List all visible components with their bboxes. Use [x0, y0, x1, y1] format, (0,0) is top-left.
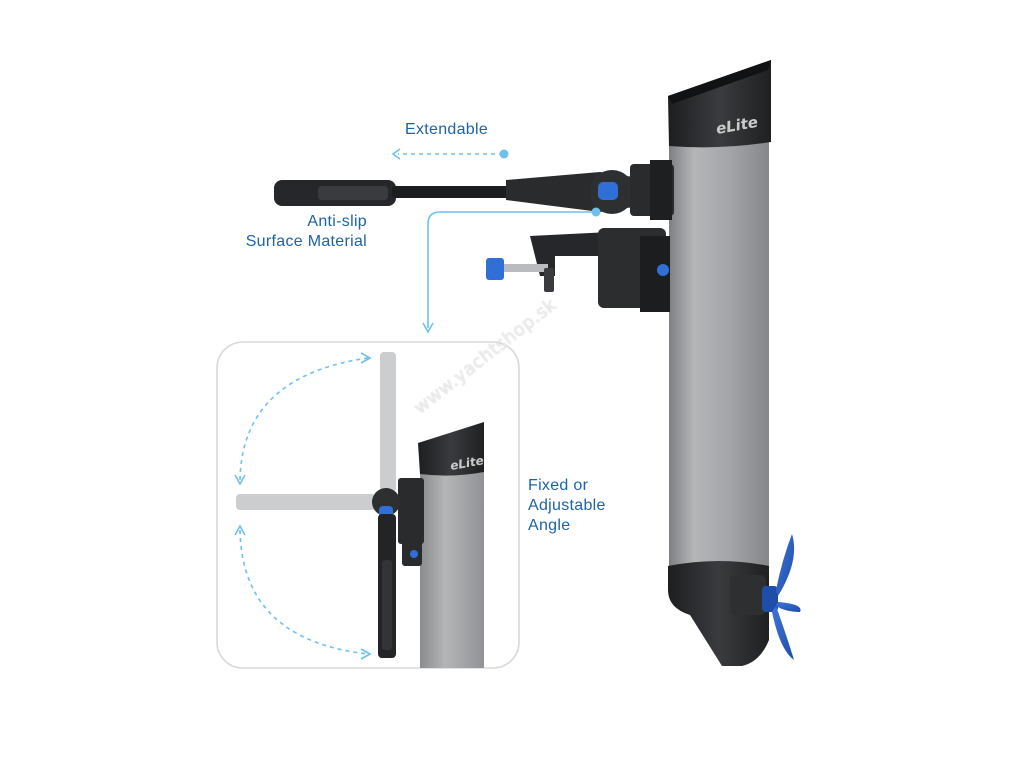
label-fixed-line2: Adjustable: [528, 497, 606, 514]
label-antislip-line1: Anti-slip: [307, 213, 367, 230]
clamp-screw-knob: [486, 258, 504, 280]
inset-detail: eLite: [216, 341, 520, 669]
label-fixed-line3: Angle: [528, 517, 571, 534]
tiller-lock-button: [598, 182, 618, 200]
clamp-screw: [500, 264, 548, 272]
callout-dot: [591, 207, 601, 217]
transom-bracket: [486, 228, 670, 312]
extend-arrow: [391, 148, 503, 160]
main-motor: eLite: [668, 60, 801, 666]
label-extendable: Extendable: [405, 121, 489, 138]
label-antislip-line2: Surface Material: [245, 233, 367, 250]
detail-callout-arrow: [422, 211, 596, 334]
tiller: [274, 160, 674, 220]
label-fixed-line1: Fixed or: [528, 477, 589, 494]
adjust-angle-arrows: [239, 357, 369, 655]
brand-logo-inset: eLite: [449, 453, 485, 473]
propeller: [762, 534, 801, 660]
tiller-shaft: [392, 186, 516, 198]
motor-top-cap: [668, 60, 771, 148]
tiller-ghost-up: [380, 352, 396, 492]
extend-arrow-dot: [499, 149, 509, 159]
motor-tube: [669, 138, 769, 578]
label-antislip: Anti-slip Surface Material: [234, 212, 367, 252]
label-fixed-adjustable: Fixed or Adjustable Angle: [528, 476, 606, 536]
tiller-ghost-horizontal: [236, 494, 376, 510]
